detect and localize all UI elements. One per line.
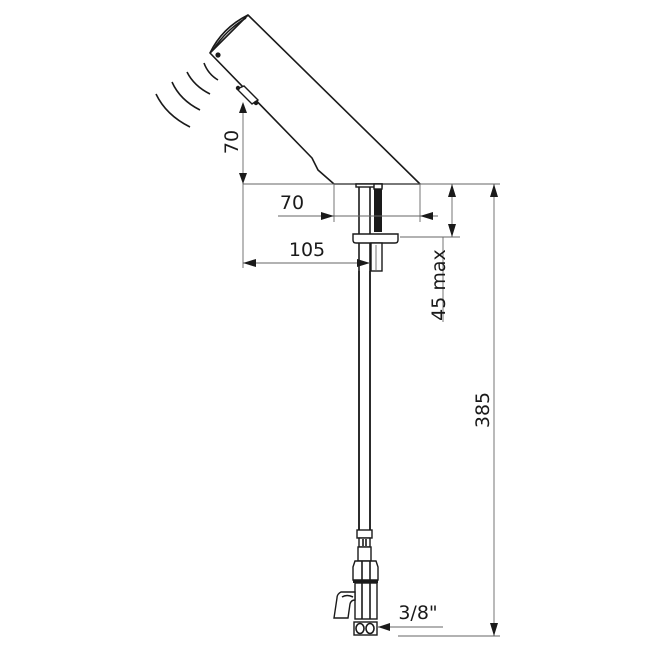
dim-label-connection-size: 3/8" [398, 602, 437, 624]
flexible-hose [358, 271, 371, 530]
dimension-connection-size: 3/8" [378, 602, 443, 631]
dimension-spout-base-width: 70 [278, 192, 438, 220]
dimension-reach: 105 [243, 239, 370, 267]
sensor-waves [155, 62, 219, 128]
dimension-deck-thickness: 45 max [428, 184, 456, 321]
isolating-valve [333, 529, 379, 620]
threaded-connection [353, 621, 378, 636]
dimension-sensor-height: 70 [221, 102, 247, 184]
dimension-overall-length: 385 [472, 184, 498, 636]
dim-label-sensor-height: 70 [221, 130, 243, 154]
infrared-sensor [235, 85, 260, 106]
dim-label-reach: 105 [289, 239, 325, 261]
dim-label-deck-thickness: 45 max [428, 249, 450, 321]
dim-label-overall-length: 385 [472, 392, 494, 428]
dim-label-spout-base-width: 70 [280, 192, 304, 214]
spout-body [209, 14, 421, 185]
